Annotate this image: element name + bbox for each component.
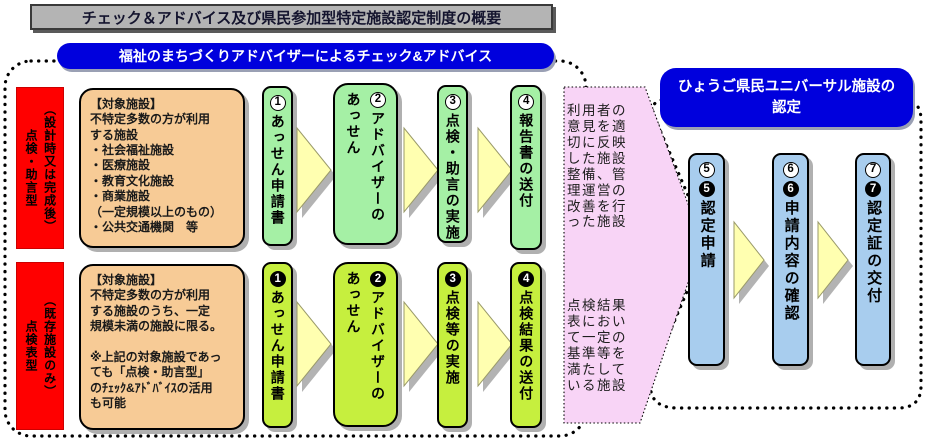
type-label-check-advice: （設計時又は完成後） 点検・助言型	[16, 87, 64, 249]
step-box-1b-application: 1 あっせん申請書	[262, 262, 293, 428]
step-number-badge: 2	[370, 92, 386, 108]
step-box-4-report-delivery: 4 報告書の送付	[510, 85, 542, 250]
bridge-arrow-shape	[563, 86, 703, 424]
step-label: 申請内容の確認	[782, 200, 800, 323]
step-number-badge: 4	[518, 271, 535, 287]
step-label: 報告書の送付	[518, 113, 535, 209]
target-facilities-body: 不特定多数の方が利用 する施設のうち、一定 規模未満の施設に限る。 ※上記の対象…	[90, 288, 223, 410]
step-label: 点検結果の送付	[518, 290, 535, 402]
step-box-2-advisor-assignment: 2アドバイザーの あっせん	[333, 83, 398, 245]
step-label: 認定申請	[698, 200, 716, 270]
step-box-2b-advisor-assignment: 2アドバイザーの あっせん	[333, 262, 398, 427]
target-facilities-heading: 【対象施設】	[90, 273, 163, 287]
step-number-badge: 1	[269, 95, 286, 111]
step-number-badge: 6	[782, 181, 799, 197]
step-number-badge: 5	[698, 181, 715, 197]
step-box-4b-result-delivery: 4 点検結果の送付	[510, 262, 542, 428]
bridge-caption-bottom: 点検結果表において一定の基準等を満たしている施設	[567, 298, 627, 393]
step-box-7-certificate-issue: 7 7 認定証の交付	[855, 153, 891, 366]
flow-arrow-icon	[733, 220, 769, 304]
step-label: あっせん申請書	[269, 114, 286, 226]
type-label-checksheet: （既存施設のみ） 点検表型	[16, 262, 64, 430]
step-number-badge: 2	[370, 271, 386, 287]
step-number-badge: 7	[865, 181, 882, 197]
step-box-3-inspection-advice: 3 点検・助言の実施	[437, 85, 468, 243]
target-facilities-panel-1: 【対象施設】 不特定多数の方が利用 する施設 ・社会福祉施設 ・医療施設 ・教育…	[79, 88, 245, 248]
type-label-text: （設計時又は完成後） 点検・助言型	[24, 103, 57, 233]
type-label-text: （既存施設のみ） 点検表型	[24, 294, 57, 398]
target-facilities-panel-2: 【対象施設】 不特定多数の方が利用 する施設のうち、一定 規模未満の施設に限る。…	[79, 264, 245, 430]
step-number-badge: 3	[444, 271, 461, 287]
step-label: アドバイザーの あっせん	[345, 271, 387, 402]
certification-section-title: ひょうご県民ユニバーサル施設の 認定	[660, 68, 913, 127]
flow-arrow-icon	[403, 300, 441, 392]
flow-arrow-icon	[477, 126, 515, 218]
target-facilities-body: 不特定多数の方が利用 する施設 ・社会福祉施設 ・医療施設 ・教育文化施設 ・商…	[90, 112, 223, 234]
page-title: チェック＆アドバイス及び県民参加型特定施設認定制度の概要	[30, 4, 553, 30]
flow-arrow-icon	[296, 300, 334, 392]
bridge-caption-top: 利用者の意見を適切に反映した施設整備、管理運営の改善を行った施設	[567, 103, 627, 230]
flow-arrow-icon	[477, 300, 515, 392]
step-label: あっせん申請書	[269, 290, 286, 402]
advisor-section-title: 福祉のまちづくりアドバイザーによるチェック&アドバイス	[57, 43, 554, 69]
step-number-badge: 1	[269, 271, 286, 287]
step-number-badge: 6	[782, 162, 799, 178]
flow-arrow-icon	[403, 126, 441, 218]
step-box-3b-inspection: 3 点検等の実施	[437, 262, 468, 428]
step-label: アドバイザーの あっせん	[345, 92, 387, 223]
step-number-badge: 3	[444, 94, 461, 110]
target-facilities-heading: 【対象施設】	[90, 97, 163, 111]
step-box-6-application-review: 6 6 申請内容の確認	[772, 153, 809, 366]
step-number-badge: 7	[865, 162, 882, 178]
step-label: 点検・助言の実施	[444, 113, 461, 241]
step-number-badge: 4	[518, 94, 535, 110]
step-number-badge: 5	[698, 162, 715, 178]
step-box-1-application: 1 あっせん申請書	[262, 86, 293, 246]
step-label: 点検等の実施	[444, 290, 461, 386]
step-label: 認定証の交付	[865, 200, 883, 305]
flow-arrow-icon	[817, 220, 853, 304]
flow-arrow-icon	[296, 126, 334, 218]
step-box-5-certification-application: 5 5 認定申請	[688, 153, 725, 366]
